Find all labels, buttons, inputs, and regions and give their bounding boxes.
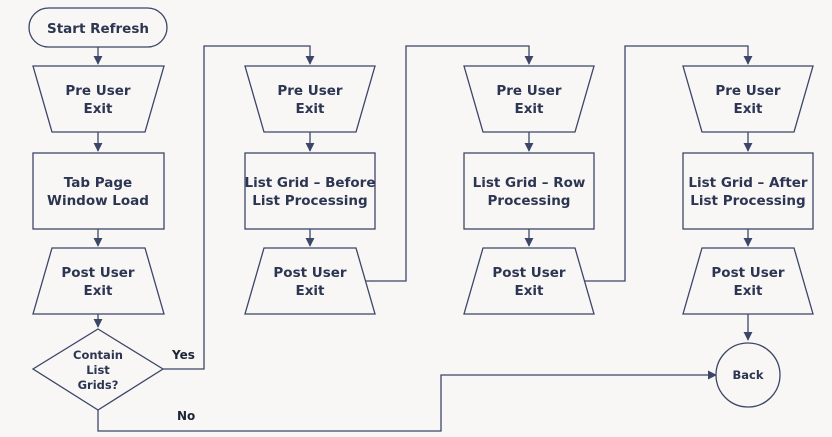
process-2-line-1: List Grid – Before — [244, 175, 375, 191]
edge-yes-to-column-2 — [163, 45, 315, 370]
pre-exit-3-line-2: Exit — [514, 101, 544, 117]
process-4-line-1: List Grid – After — [688, 175, 808, 191]
pre-exit-4-line-1: Pre User — [715, 83, 781, 99]
process-1-line-2: Window Load — [47, 193, 149, 209]
start-label: Start Refresh — [47, 21, 149, 37]
pre-exit-node-1 — [32, 65, 165, 133]
process-1-line-1: Tab Page — [64, 175, 132, 191]
post-exit-4-line-1: Post User — [711, 265, 785, 281]
back-node: Back — [715, 342, 781, 408]
pre-exit-3-line-1: Pre User — [496, 83, 562, 99]
column-1: Pre User Exit Tab Page Window Load Post … — [32, 65, 165, 315]
edge-post-exit-3-to-column-4 — [584, 45, 753, 282]
tab-page-window-load-node — [32, 152, 165, 230]
process-3-line-1: List Grid – Row — [473, 175, 586, 191]
column-3: Pre User Exit List Grid – Row Processing… — [463, 65, 595, 315]
list-grid-before-node — [244, 152, 376, 230]
post-exit-1-line-1: Post User — [61, 265, 135, 281]
edge-post-exit-2-to-column-3 — [365, 45, 534, 282]
decision-line-2: List — [86, 363, 110, 377]
process-4-line-2: List Processing — [690, 193, 805, 209]
post-exit-3-line-1: Post User — [492, 265, 566, 281]
pre-exit-node-4 — [682, 65, 814, 133]
post-exit-1-line-2: Exit — [83, 283, 113, 299]
post-exit-node-1 — [32, 247, 165, 315]
pre-exit-4-line-2: Exit — [733, 101, 763, 117]
pre-exit-2-line-2: Exit — [295, 101, 325, 117]
process-3-line-2: Processing — [488, 193, 571, 209]
edges — [93, 45, 753, 432]
edge-no-to-back — [97, 370, 717, 432]
post-exit-node-4 — [682, 247, 814, 315]
post-exit-3-line-2: Exit — [514, 283, 544, 299]
column-2: Pre User Exit List Grid – Before List Pr… — [244, 65, 376, 315]
post-exit-node-2 — [244, 247, 376, 315]
post-exit-2-line-2: Exit — [295, 283, 325, 299]
start-node: Start Refresh — [28, 7, 168, 48]
decision-node: Contain List Grids? — [31, 328, 165, 411]
pre-exit-1-line-2: Exit — [83, 101, 113, 117]
yes-branch-label: Yes — [171, 348, 195, 362]
no-branch-label: No — [177, 409, 195, 423]
post-exit-node-3 — [463, 247, 595, 315]
pre-exit-node-3 — [463, 65, 595, 133]
decision-line-3: Grids? — [78, 378, 119, 392]
pre-exit-2-line-1: Pre User — [277, 83, 343, 99]
post-exit-4-line-2: Exit — [733, 283, 763, 299]
list-grid-row-node — [463, 152, 595, 230]
column-4: Pre User Exit List Grid – After List Pro… — [682, 65, 814, 315]
pre-exit-1-line-1: Pre User — [65, 83, 131, 99]
back-label: Back — [733, 368, 764, 382]
list-grid-after-node — [682, 152, 814, 230]
pre-exit-node-2 — [244, 65, 376, 133]
post-exit-2-line-1: Post User — [273, 265, 347, 281]
process-2-line-2: List Processing — [252, 193, 367, 209]
decision-line-1: Contain — [73, 348, 123, 362]
